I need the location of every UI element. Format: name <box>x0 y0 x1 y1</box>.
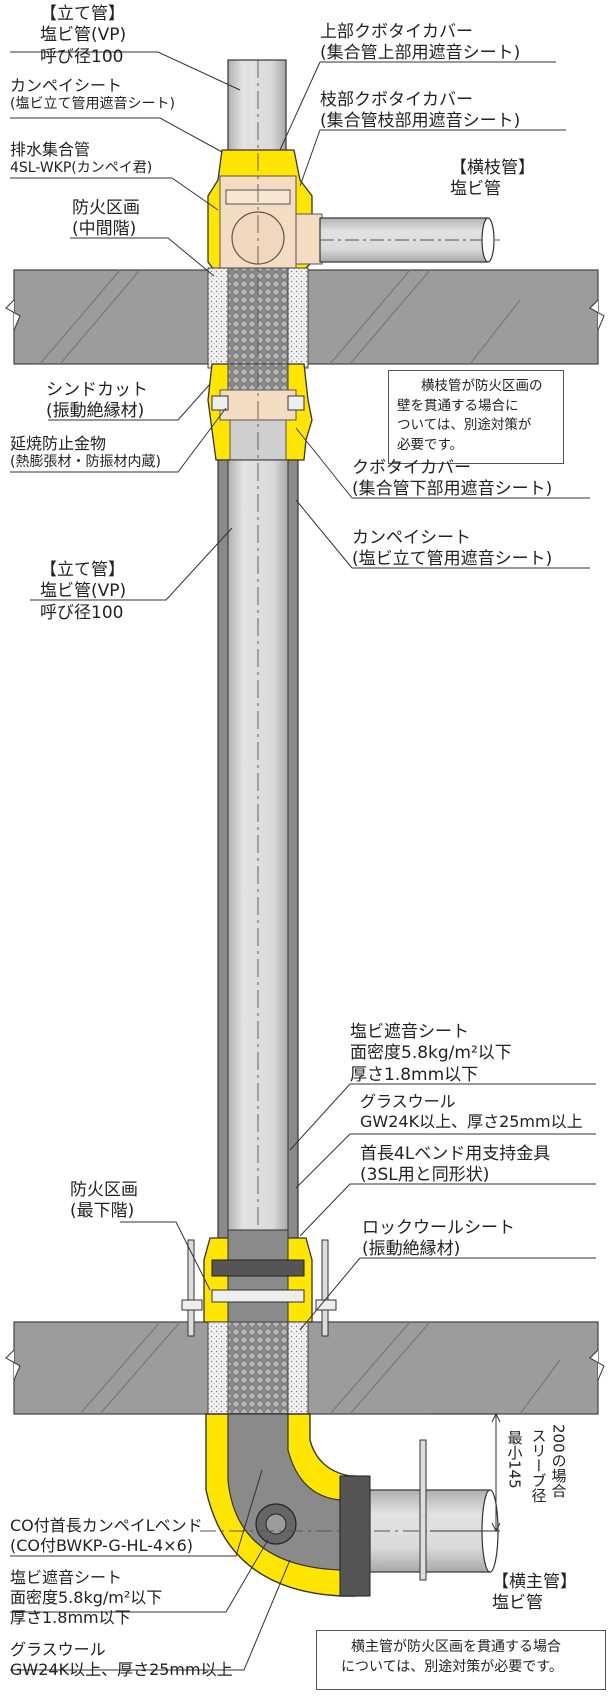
leader-lines <box>10 51 596 1671</box>
lower-cover-label: クボタイカバー (集合管下部用遮音シート) <box>352 458 553 500</box>
dimension-sleeve-label: スリーブ径 <box>529 1428 548 1503</box>
dimension <box>430 1412 501 1533</box>
bracket-label: 首長4Lベンド用支持金具 (3SL用と同形状) <box>360 1144 551 1186</box>
sheet-top-label: 塩ビ遮音シート 面密度5.8kg/m²以下 厚さ1.8mm以下 <box>350 1022 512 1085</box>
branch-pipe <box>319 217 500 263</box>
fire-low-label: 防火区画 (最下階) <box>70 1180 138 1222</box>
rockwool-label: ロックウールシート (振動絶縁材) <box>362 1218 515 1260</box>
main-pipe-label: 【横主管】 塩ビ管 <box>492 1572 577 1614</box>
lower-cover <box>207 363 313 461</box>
glass-bot-label: グラスウール GW24K以上、厚さ25mm以上 <box>10 1640 233 1679</box>
l-bend <box>200 1413 500 1597</box>
main-warning-note: 横主管が防火区画を貫通する場合 については、別途対策が必要です。 <box>316 1630 606 1690</box>
riser-top-label: 【立て管】 塩ビ管(VP) 呼び径100 <box>40 4 127 67</box>
fire-stop-label: 延焼防止金物 (熱膨張材・防振材内蔵) <box>10 434 161 470</box>
bend-label: CO付首長カンペイLベンド (CO付BWKP-G-HL-4×6) <box>10 1516 203 1555</box>
sheet-bot-label: 塩ビ遮音シート 面密度5.8kg/m²以下 厚さ1.8mm以下 <box>10 1568 163 1627</box>
branch-cover-label: 枝部クボタイカバー (集合管枝部用遮音シート) <box>320 90 521 132</box>
branch-pipe-label: 【横枝管】 塩ビ管 <box>450 158 535 200</box>
sindcut-label: シンドカット (振動絶縁材) <box>46 380 148 422</box>
fire-mid-label: 防火区画 (中間階) <box>72 198 140 240</box>
dimension-case-label: 200の場合 <box>549 1424 568 1498</box>
riser-mid-label: 【立て管】 塩ビ管(VP) 呼び径100 <box>40 560 127 623</box>
kanpei-mid-label: カンペイシート (塩ビ立て管用遮音シート) <box>352 528 553 570</box>
bottom-bracket <box>181 1229 337 1337</box>
collector-joint <box>207 149 323 271</box>
upper-cover-label: 上部クボタイカバー (集合管上部用遮音シート) <box>320 22 521 64</box>
glass-top-label: グラスウール GW24K以上、厚さ25mm以上 <box>360 1092 583 1131</box>
collector-label: 排水集合管 4SL-WKP(カンペイ君) <box>10 140 153 176</box>
branch-warning-note: 横枝管が防火区画の 壁を貫通する場合に ついては、別途対策が 必要です。 <box>388 370 564 464</box>
dimension-min-label: 最小145 <box>505 1430 524 1489</box>
lower-penetration <box>207 1321 309 1417</box>
kanpei-top-label: カンペイシート (塩ビ立て管用遮音シート) <box>10 76 175 112</box>
